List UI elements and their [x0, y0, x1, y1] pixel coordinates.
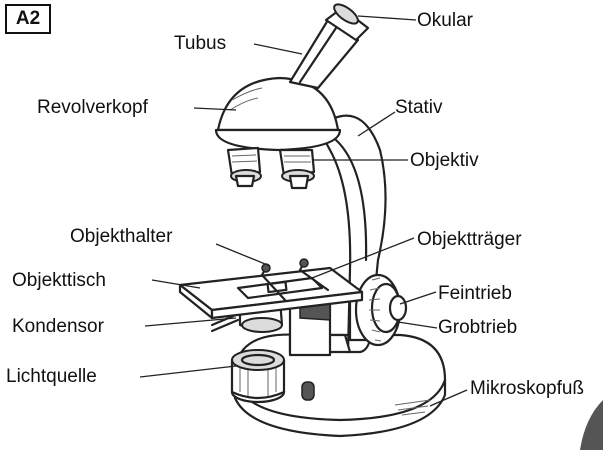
label-kondensor: Kondensor	[12, 316, 104, 338]
figure-tag: A2	[5, 4, 51, 34]
revolver-head	[216, 78, 340, 150]
label-okular: Okular	[417, 10, 473, 32]
label-tubus: Tubus	[174, 33, 226, 55]
specimen-stage	[180, 259, 362, 318]
label-objekttraeger: Objektträger	[417, 229, 522, 251]
corner-accent	[580, 400, 603, 450]
label-grobtrieb: Grobtrieb	[438, 317, 517, 339]
label-mikroskopfuss: Mikroskopfuß	[470, 378, 584, 400]
label-feintrieb: Feintrieb	[438, 283, 512, 305]
label-revolverkopf: Revolverkopf	[37, 97, 148, 119]
label-lichtquelle: Lichtquelle	[6, 366, 97, 388]
label-objektiv: Objektiv	[410, 150, 479, 172]
label-objekttisch: Objekttisch	[12, 270, 106, 292]
objectives	[228, 148, 314, 188]
light-source	[232, 350, 284, 402]
label-objekthalter: Objekthalter	[70, 226, 172, 248]
label-stativ: Stativ	[395, 97, 443, 119]
